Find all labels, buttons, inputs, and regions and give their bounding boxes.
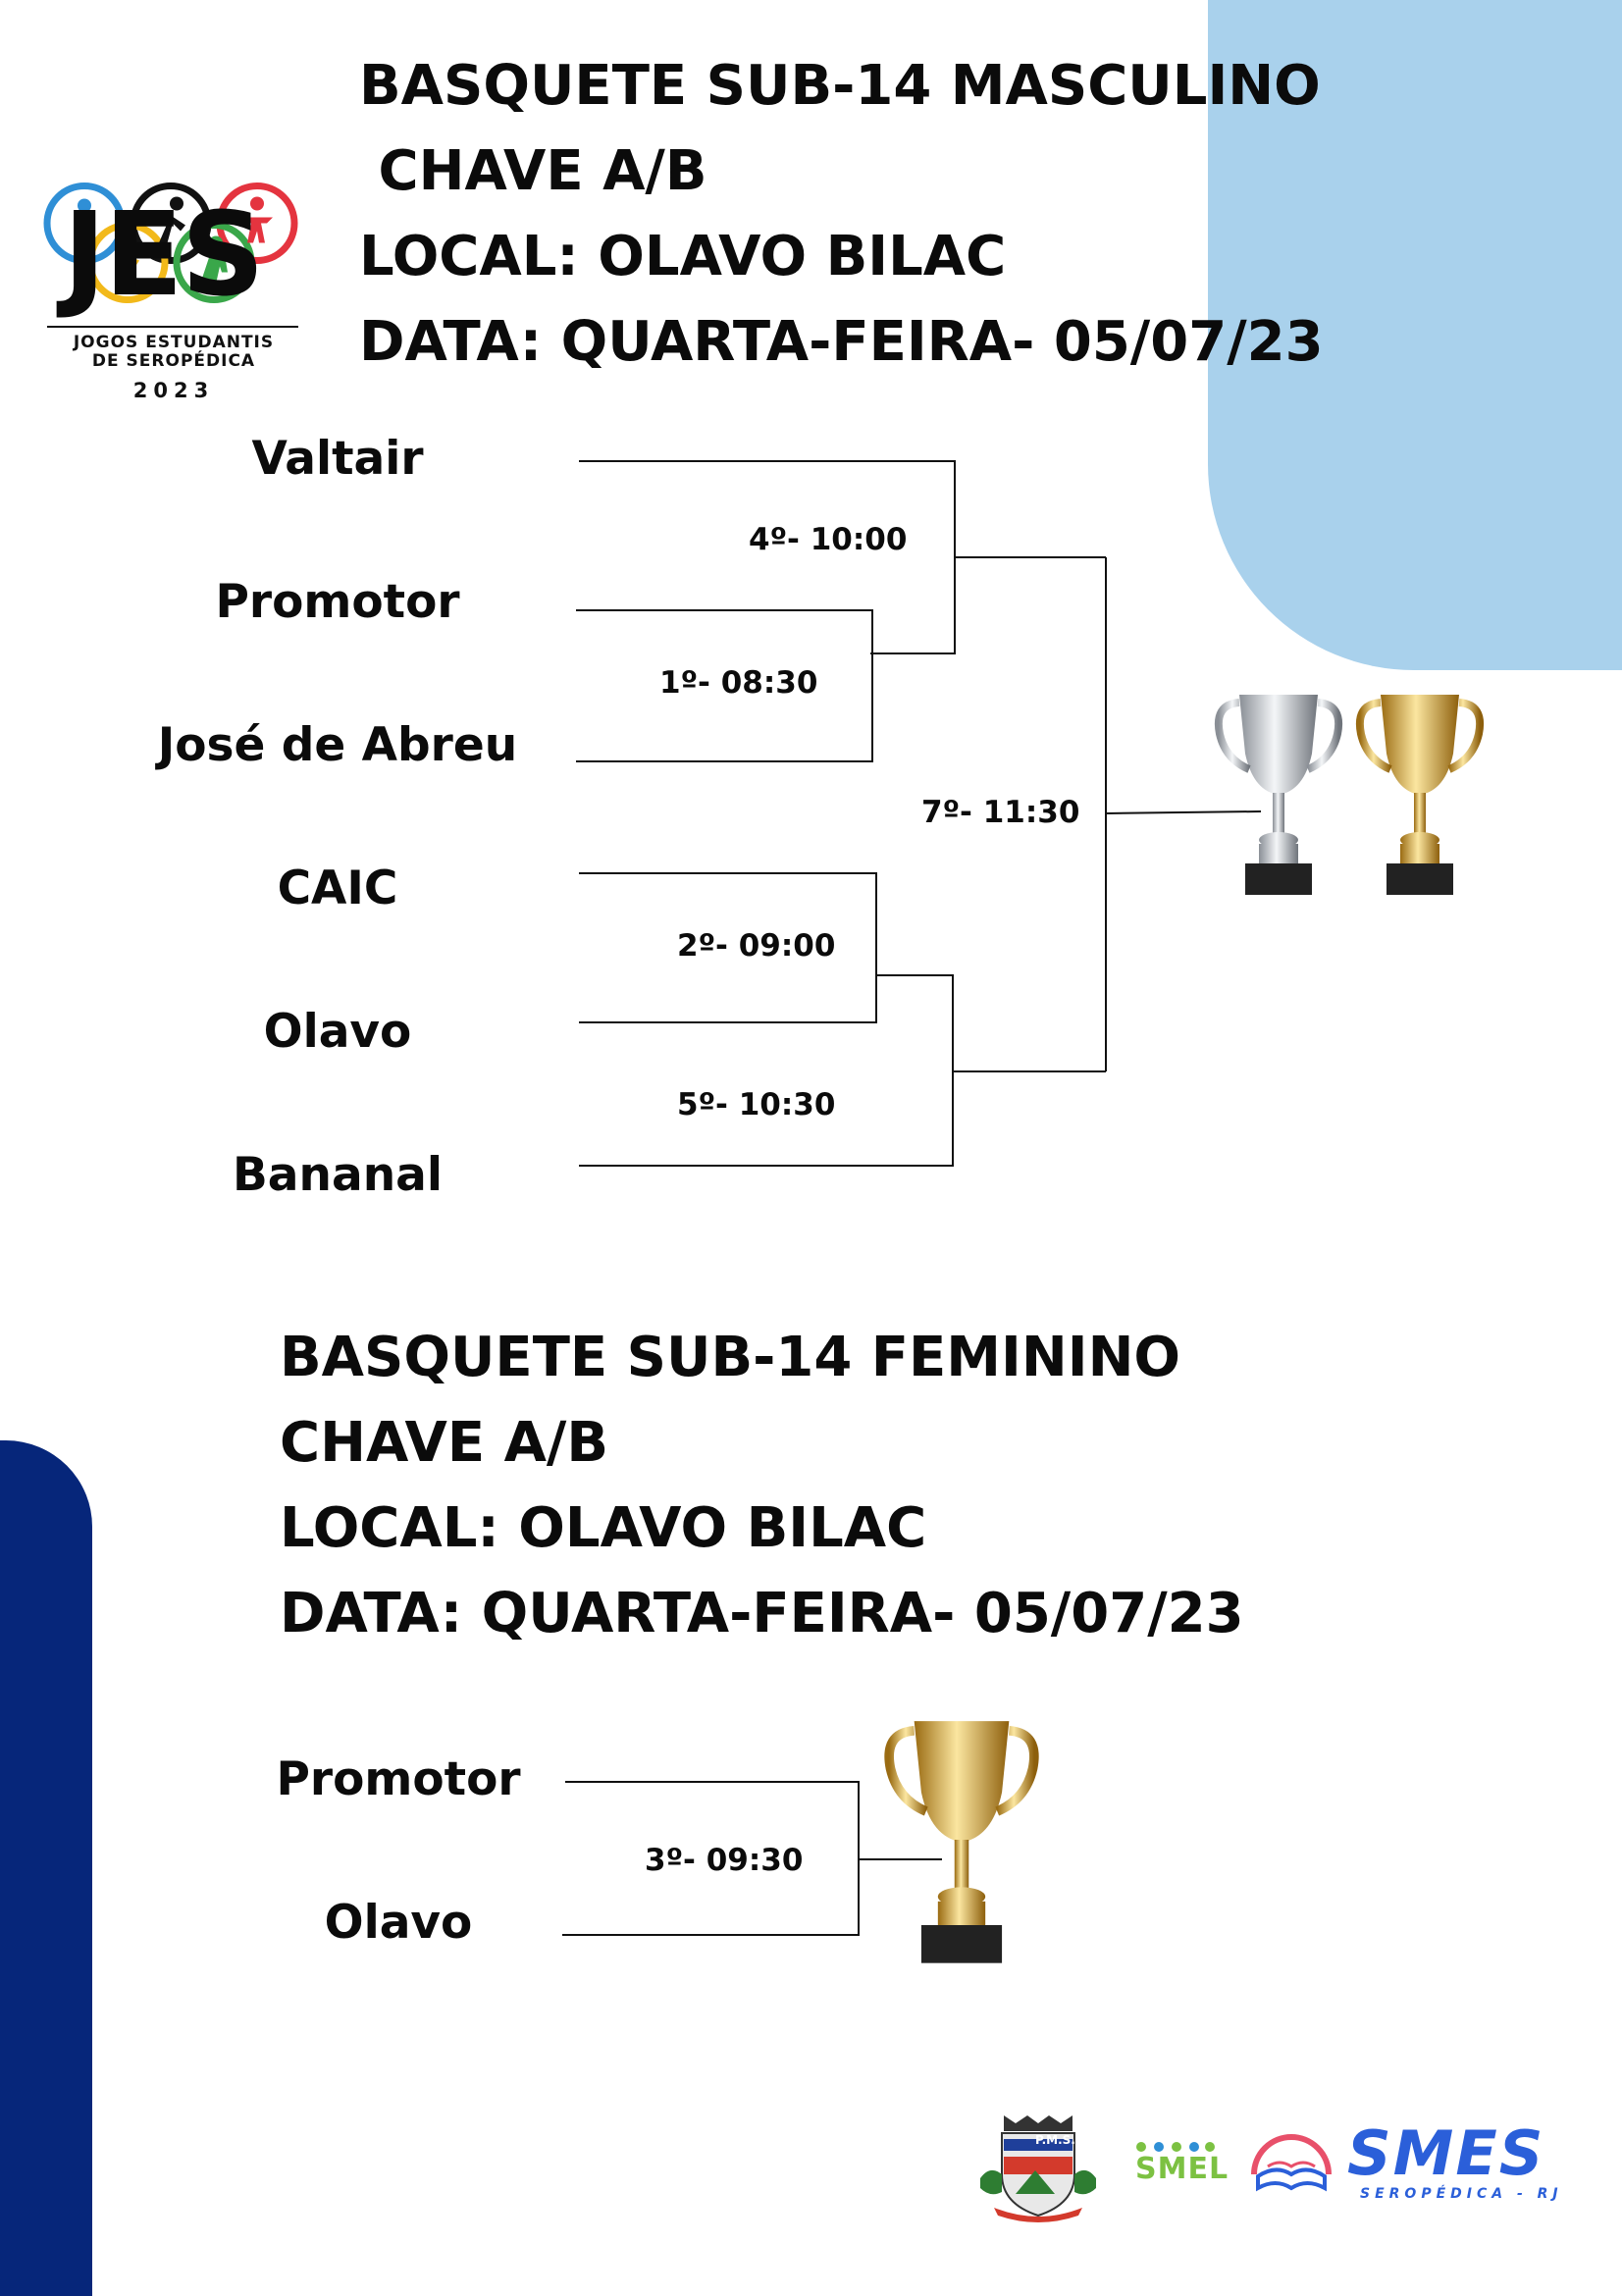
team-jose-de-abreu: José de Abreu xyxy=(157,718,518,772)
logo-jes-wordmark: JES xyxy=(63,186,265,322)
game-label-2: 2º- 09:00 xyxy=(677,928,836,964)
game-label-3: 3º- 09:30 xyxy=(645,1843,804,1878)
feminino-chave: CHAVE A/B xyxy=(280,1411,609,1475)
smel-figures-icon xyxy=(1136,2142,1215,2152)
gold-trophy-feminino-icon xyxy=(884,1721,1039,1963)
feminino-title: BASQUETE SUB-14 FEMININO xyxy=(280,1326,1181,1389)
feminino-local: LOCAL: OLAVO BILAC xyxy=(280,1496,927,1560)
game-label-1: 1º- 08:30 xyxy=(659,665,818,701)
logo-subtitle: JOGOS ESTUDANTIS DE SEROPÉDICA xyxy=(26,334,322,371)
logo-divider xyxy=(47,326,298,328)
team-olavo: Olavo xyxy=(263,1005,412,1059)
pms-crest-icon xyxy=(980,2115,1096,2222)
feminino-data: DATA: QUARTA-FEIRA- 05/07/23 xyxy=(280,1582,1244,1645)
team-bananal: Bananal xyxy=(232,1148,443,1202)
game-label-4: 4º- 10:00 xyxy=(749,522,908,557)
masculino-chave: CHAVE A/B xyxy=(359,139,707,203)
decorative-navy-panel xyxy=(0,1440,92,2296)
decorative-light-blue-panel xyxy=(1208,0,1622,670)
game-label-7: 7º- 11:30 xyxy=(921,795,1080,830)
smes-book-logo-icon xyxy=(1251,2134,1332,2192)
masculino-title: BASQUETE SUB-14 MASCULINO xyxy=(359,54,1321,118)
logo-year: 2023 xyxy=(132,379,215,402)
team-promotor-fem: Promotor xyxy=(276,1752,521,1806)
team-valtair: Valtair xyxy=(251,432,424,486)
masculino-data: DATA: QUARTA-FEIRA- 05/07/23 xyxy=(359,310,1324,374)
team-caic: CAIC xyxy=(277,861,398,915)
game-label-5: 5º- 10:30 xyxy=(677,1087,836,1122)
masculino-local: LOCAL: OLAVO BILAC xyxy=(359,225,1007,288)
logo-subtitle-line2: DE SEROPÉDICA xyxy=(91,351,256,371)
olympic-rings-sports-icon xyxy=(43,183,298,303)
team-promotor: Promotor xyxy=(215,575,460,629)
gold-trophy-icon xyxy=(1356,695,1484,895)
smes-label: SMES xyxy=(1347,2117,1545,2189)
silver-trophy-icon xyxy=(1215,695,1342,895)
logo-subtitle-line1: JOGOS ESTUDANTIS xyxy=(73,333,275,352)
smes-subtitle: SEROPÉDICA - RJ xyxy=(1360,2186,1563,2202)
team-olavo-fem: Olavo xyxy=(324,1896,473,1950)
smel-label: SMEL xyxy=(1135,2152,1230,2186)
pms-label: P.M.S. xyxy=(1035,2133,1075,2147)
